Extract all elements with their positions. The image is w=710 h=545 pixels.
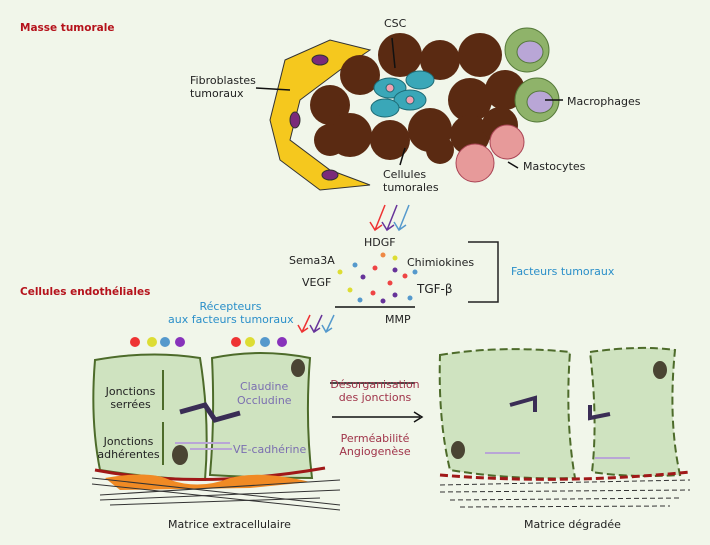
- factor-molecules: [337, 252, 418, 304]
- fibroblast-cells: [269, 39, 372, 191]
- label-extracellular-matrix: Matrice extracellulaire: [168, 518, 291, 531]
- intact-endothelium: [91, 337, 341, 511]
- factor-vegf: VEGF: [302, 276, 332, 289]
- label-mastocytes: Mastocytes: [523, 160, 586, 173]
- section-title-tumor-mass: Masse tumorale: [20, 22, 115, 34]
- signal-arrows: [297, 204, 410, 334]
- label-occludine: Occludine: [237, 394, 292, 407]
- degraded-endothelium: [438, 346, 691, 508]
- section-title-endothelial-cells: Cellules endothéliales: [20, 286, 151, 298]
- label-degraded-matrix: Matrice dégradée: [524, 518, 621, 531]
- mastocyte-cells: [455, 124, 525, 183]
- factor-bracket: [468, 241, 499, 303]
- receptor-icons: [130, 337, 287, 347]
- label-claudine: Claudine: [240, 380, 289, 393]
- label-ve-cadherin: VE-cadhérine: [233, 443, 307, 456]
- factor-tgf-beta: TGF-β: [417, 282, 453, 296]
- factor-hdgf: HDGF: [364, 236, 396, 249]
- label-csc: CSC: [384, 17, 407, 30]
- pointer-arrows: [255, 37, 563, 384]
- label-macrophages: Macrophages: [567, 95, 641, 108]
- factor-chemokines: Chimiokines: [407, 256, 475, 269]
- factor-mmp: MMP: [385, 313, 411, 326]
- factor-sema3a: Sema3A: [289, 254, 335, 267]
- label-tumor-factors: Facteurs tumoraux: [511, 265, 615, 278]
- csc-cells: [370, 70, 435, 118]
